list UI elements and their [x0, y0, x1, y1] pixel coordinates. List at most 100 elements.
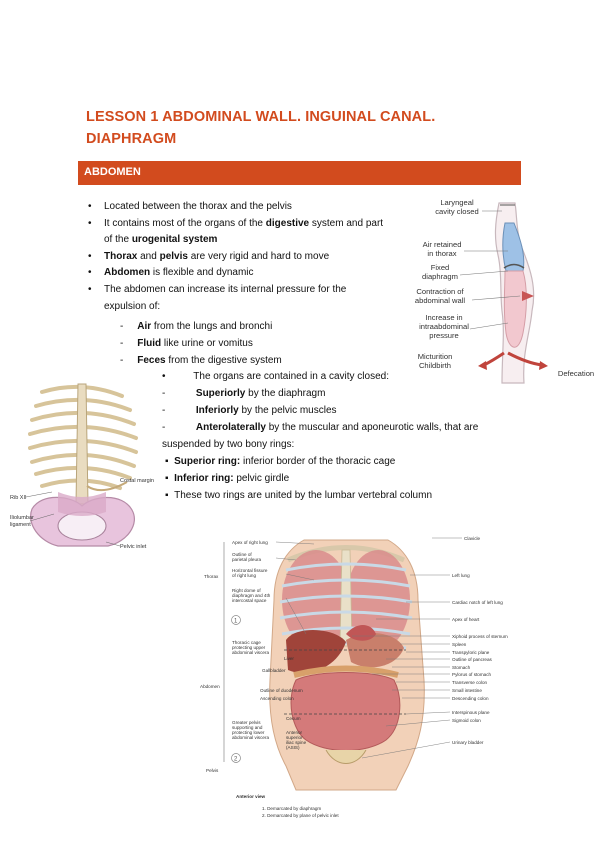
- svg-text:Defecation: Defecation: [558, 369, 594, 378]
- title-line-2: DIAPHRAGM: [86, 131, 177, 147]
- fig-label: supporting and: [232, 725, 263, 730]
- svg-text:Air retained: Air retained: [423, 240, 462, 249]
- skeleton-figure: Rib XII Costal margin Iliolumbar ligamen…: [2, 374, 160, 560]
- suspended-line: suspended by two bony rings:: [162, 439, 295, 450]
- fig-label: Small intestine: [452, 688, 482, 693]
- fig-label: Micturition: [418, 352, 453, 361]
- fig-label: parietal pleura: [232, 557, 262, 562]
- fig-label: ligament: [10, 522, 31, 528]
- fig-label: protecting lower: [232, 730, 265, 735]
- fig-label: Sigmoid colon: [452, 718, 481, 723]
- fig-label: Thorax: [204, 574, 219, 579]
- fig-label: Transverse colon: [452, 680, 488, 685]
- fig-label: Cardiac notch of left lung: [452, 600, 503, 605]
- section-header-bar: ABDOMEN: [78, 161, 521, 185]
- fig-label: of right lung: [232, 573, 256, 578]
- ring-item: ▪ These two rings are united by the lumb…: [165, 490, 433, 501]
- fig-label: Stomach: [452, 665, 471, 670]
- fig-label: Increase in: [425, 313, 462, 322]
- cavity-item: - Anterolaterally by the muscular and ap…: [162, 422, 479, 433]
- fig-label: Outline of duodenum: [260, 688, 303, 693]
- fig-label: Thoracic cage: [232, 640, 261, 645]
- fig-label: Pylorus of stomach: [452, 672, 492, 677]
- fig-label: Liver: [284, 656, 294, 661]
- fig-label: intraabdominal: [419, 322, 469, 331]
- fig-label: Defecation: [558, 369, 594, 378]
- svg-text:1: 1: [234, 619, 238, 625]
- svg-text:abdominal wall: abdominal wall: [415, 296, 466, 305]
- section-header: ABDOMEN: [84, 166, 141, 178]
- fig-label: intercostal space: [232, 598, 267, 603]
- fig-label: Laryngeal: [440, 198, 474, 207]
- fig-label: Descending colon: [452, 696, 489, 701]
- svg-text:2: 2: [234, 757, 238, 763]
- fig-label: (ASIS): [286, 745, 300, 750]
- fig-label: pressure: [429, 331, 459, 340]
- svg-text:in thorax: in thorax: [427, 249, 456, 258]
- fig-label: Apex of heart: [452, 617, 480, 622]
- fig-label: Anterior: [286, 730, 303, 735]
- fig-label: Clavicle: [464, 536, 481, 541]
- bullet-item: Abdomen is flexible and dynamic: [88, 265, 383, 282]
- svg-text:cavity closed: cavity closed: [435, 207, 478, 216]
- title-line-1: LESSON 1 ABDOMINAL WALL. INGUINAL CANAL.: [86, 109, 436, 125]
- cavity-line: • The organs are contained in a cavity c…: [162, 371, 389, 382]
- fig-label: Fixed: [431, 263, 450, 272]
- fig-label: abdominal viscera: [232, 735, 269, 740]
- fig-label: abdominal viscera: [232, 650, 269, 655]
- svg-text:pressure: pressure: [429, 331, 459, 340]
- fig-label: superior: [286, 735, 303, 740]
- fig-label: Costal margin: [120, 478, 154, 484]
- fig-label: Pelvis: [206, 768, 219, 773]
- fig-label: Greater pelvis: [232, 720, 261, 725]
- fig-label: Contraction of: [416, 287, 464, 296]
- bullet-continuation: expulsion of:: [104, 300, 161, 312]
- ring-item: ▪ Inferior ring: pelvic girdle: [165, 473, 290, 484]
- svg-text:Increase in: Increase in: [425, 313, 462, 322]
- abdominal-pressure-figure: Laryngeal cavity closed Air retained in …: [415, 198, 594, 384]
- fig-label: Interspinous plane: [452, 710, 490, 715]
- fig-label: iliac spine: [286, 740, 307, 745]
- page-title: LESSON 1 ABDOMINAL WALL. INGUINAL CANAL.…: [86, 106, 506, 150]
- bullet-item: It contains most of the organs of the di…: [88, 216, 383, 233]
- svg-text:diaphragm: diaphragm: [422, 272, 458, 281]
- fig-label: Air retained: [423, 240, 462, 249]
- fig-label: Apex of right lung: [232, 540, 268, 545]
- fig-label: in thorax: [427, 249, 456, 258]
- fig-label: Abdomen: [200, 684, 220, 689]
- fig-label: Pelvic inlet: [120, 544, 147, 550]
- fig-label: Gallbladder: [262, 668, 286, 673]
- cavity-item: - Superiorly by the diaphragm: [162, 388, 326, 399]
- fig-label: Horizontal fissure: [232, 568, 268, 573]
- fig-label: diaphragm: [422, 272, 458, 281]
- bullet-item: Located between the thorax and the pelvi…: [88, 199, 383, 216]
- fig-label: 1. Demarcated by diaphragm: [262, 806, 321, 811]
- cavity-item: - Inferiorly by the pelvic muscles: [162, 405, 337, 416]
- main-bullet-list: Located between the thorax and the pelvi…: [88, 199, 383, 315]
- expulsion-item: - Feces from the digestive system: [120, 355, 282, 366]
- fig-label: Outline of pancreas: [452, 657, 493, 662]
- fig-label: cavity closed: [435, 207, 478, 216]
- fig-label: Left lung: [452, 573, 470, 578]
- bullet-continuation: of the urogenital system: [104, 234, 218, 246]
- fig-label: Childbirth: [419, 361, 451, 370]
- fig-label: Cecum: [286, 716, 301, 721]
- fig-label: Spleen: [452, 642, 467, 647]
- expulsion-item: - Air from the lungs and bronchi: [120, 321, 273, 332]
- fig-label: Outline of: [232, 552, 252, 557]
- ring-item: ▪ Superior ring: inferior border of the …: [165, 456, 396, 467]
- fig-label: protecting upper: [232, 645, 266, 650]
- svg-text:intraabdominal: intraabdominal: [419, 322, 469, 331]
- fig-label: abdominal wall: [415, 296, 466, 305]
- fig-label: diaphragm and 4th: [232, 593, 271, 598]
- fig-label: Urinary bladder: [452, 740, 484, 745]
- svg-text:Contraction of: Contraction of: [416, 287, 464, 296]
- fig-label: 2. Demarcated by plane of pelvic inlet: [262, 813, 339, 818]
- fig-label: Anterior view: [236, 794, 266, 799]
- expulsion-item: - Fluid like urine or vomitus: [120, 338, 253, 349]
- fig-label: Right dome of: [232, 588, 261, 593]
- fig-label: Ascending colon: [260, 696, 294, 701]
- fig-label: Iliolumbar: [10, 515, 34, 521]
- bullet-item: The abdomen can increase its internal pr…: [88, 282, 383, 299]
- torso-anatomy-figure: 1 2 Apex of right lung Outline of pariet…: [200, 536, 508, 818]
